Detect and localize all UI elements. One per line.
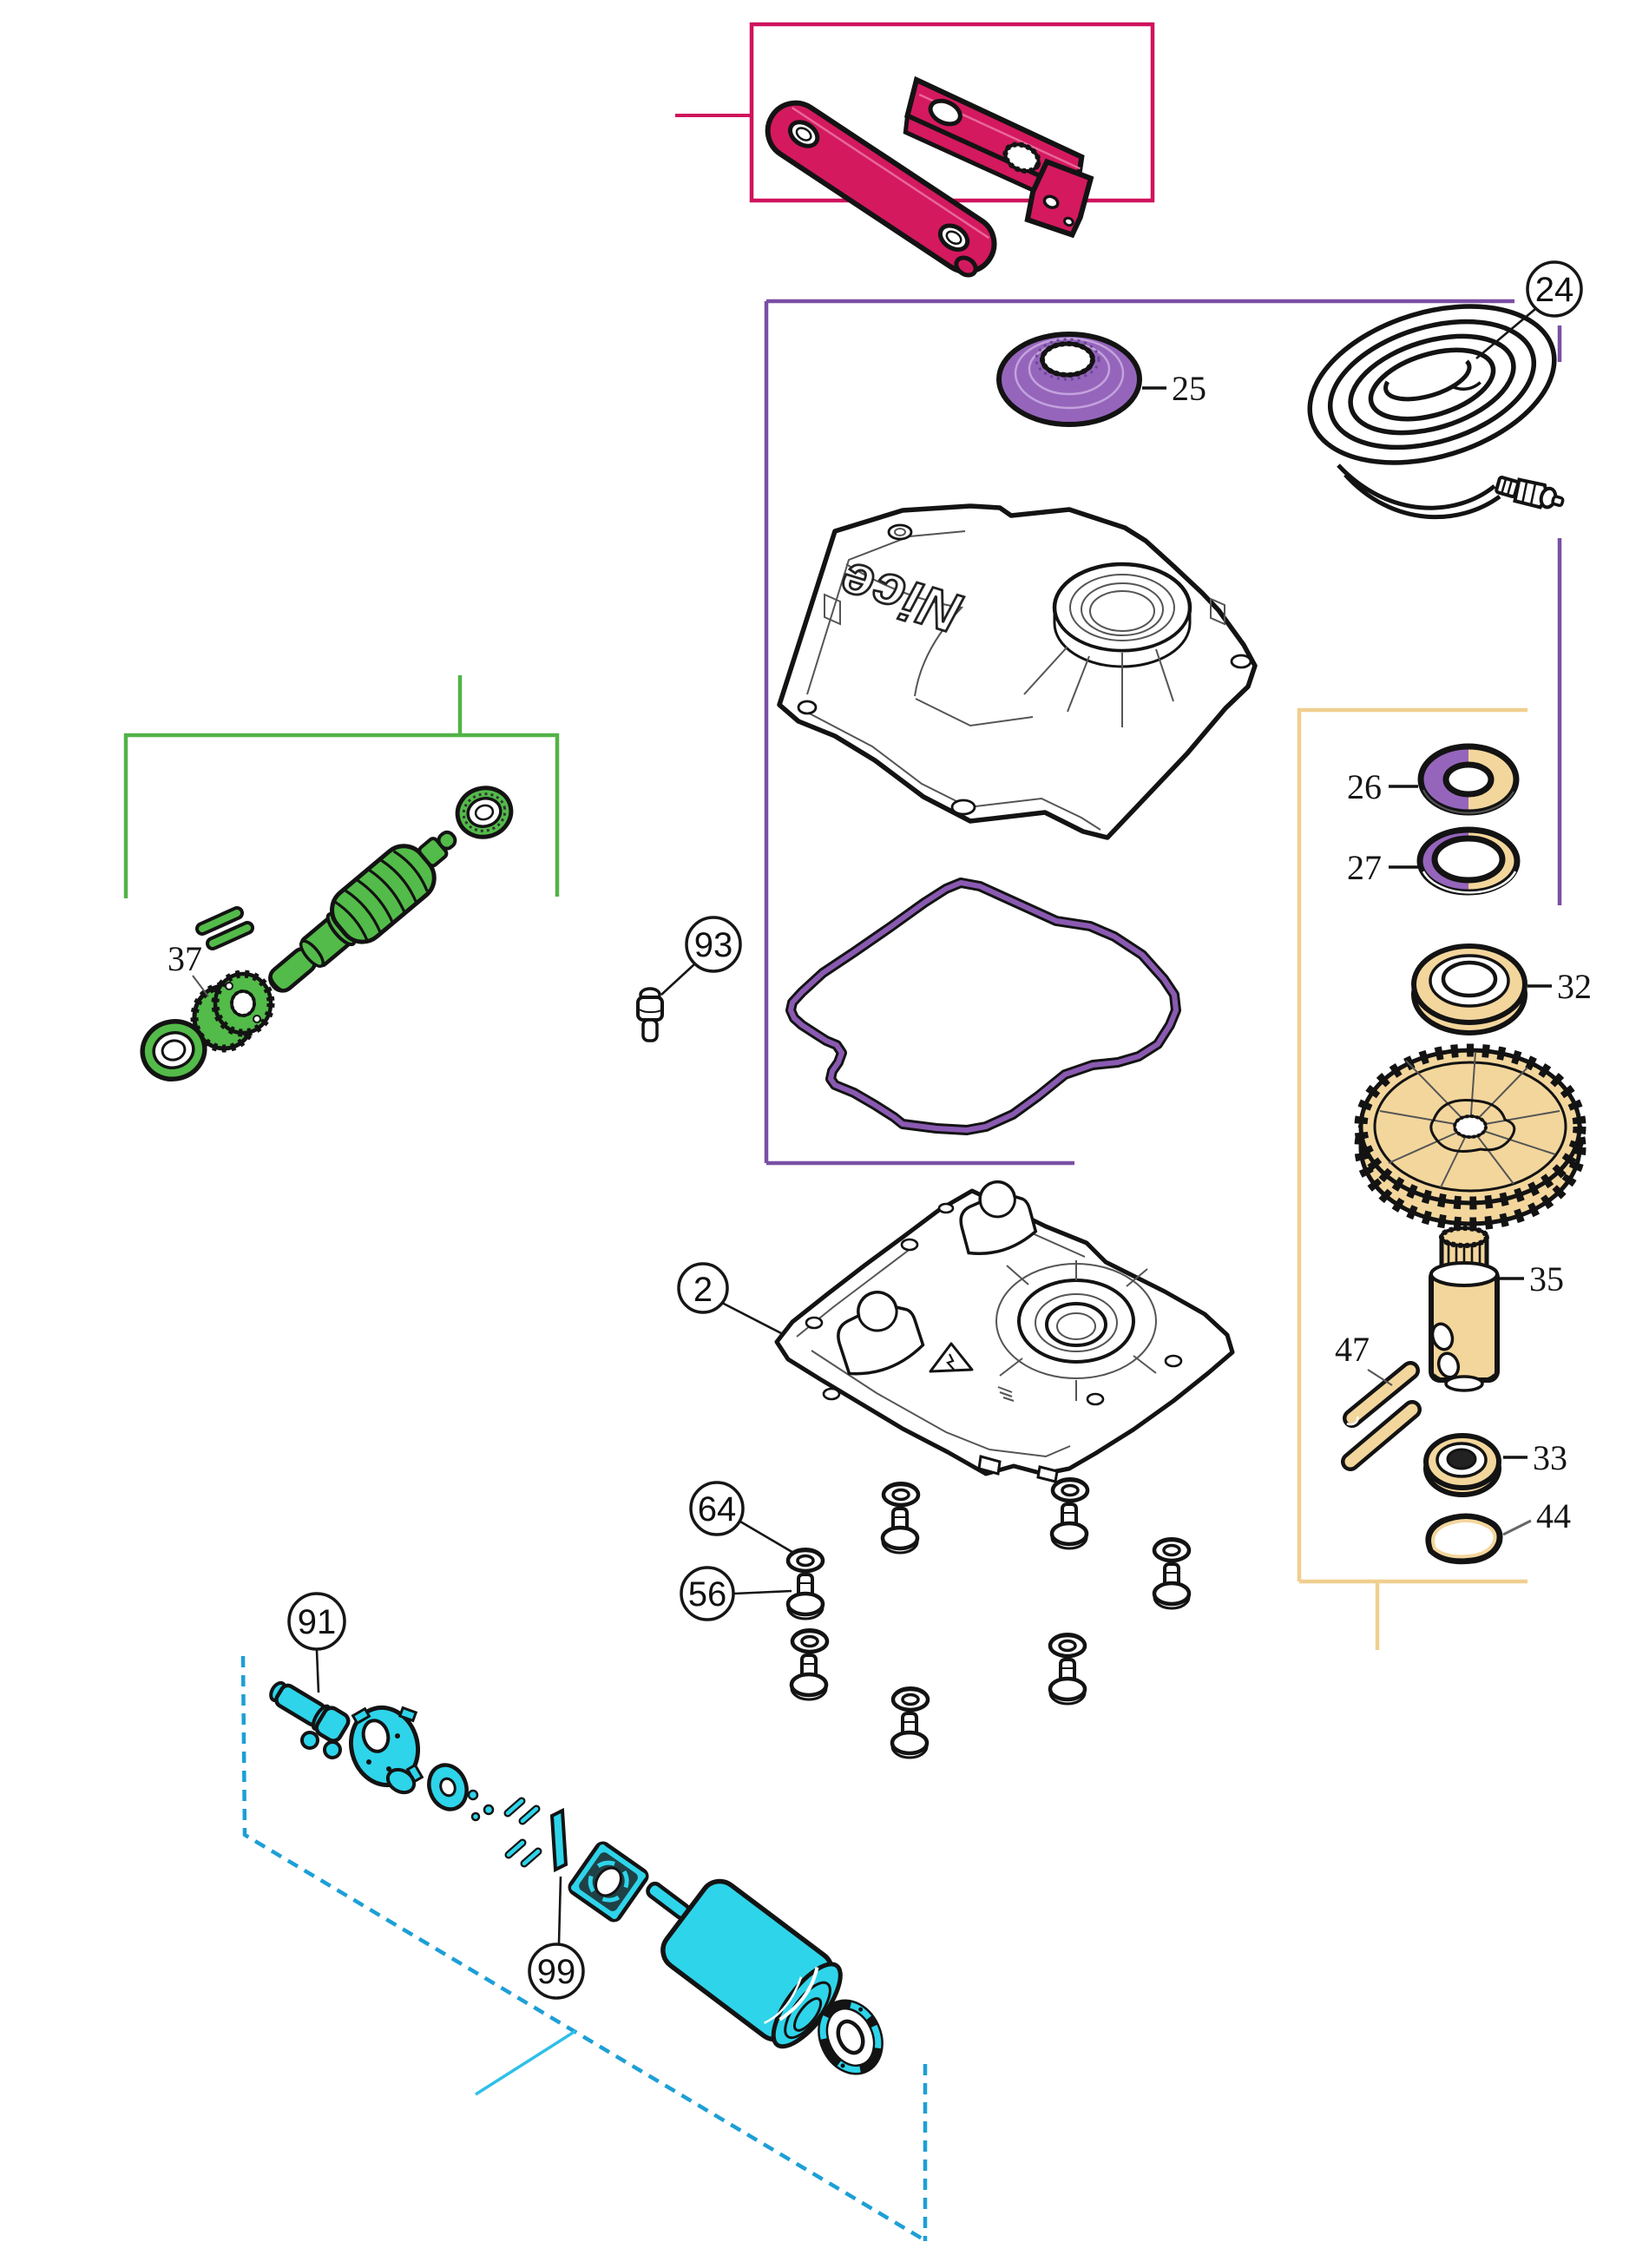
worm-shaft-part — [268, 830, 457, 993]
breather-cap-part: 25 — [996, 332, 1206, 427]
label-27: 27 — [1347, 848, 1382, 887]
screw-93-group: 93 — [636, 916, 742, 1042]
label-44: 44 — [1536, 1496, 1571, 1535]
callout-64: 64 — [698, 1490, 737, 1528]
label-26: 26 — [1347, 767, 1382, 806]
callout-93-bubble — [685, 916, 742, 973]
gear-spokes — [1379, 1051, 1560, 1188]
label-35: 35 — [1529, 1259, 1564, 1298]
motor-screws — [503, 1797, 542, 1868]
ring-26-part: 26 — [1347, 743, 1520, 816]
worm-shaft-assembly: 37 — [140, 786, 514, 1081]
clutch-hub-part — [348, 1705, 424, 1795]
release-bracket-part — [903, 76, 1094, 239]
callout-56-bubble — [680, 1566, 735, 1621]
green-pins — [195, 906, 254, 950]
output-gear-part — [1354, 1043, 1587, 1231]
pinion-gear-37 — [190, 970, 275, 1053]
bearing-33-part: 33 — [1423, 1433, 1567, 1497]
motor-kit-group: 91 — [269, 1592, 884, 2075]
green-frame — [123, 675, 560, 898]
plate-saddle-b — [959, 1180, 1038, 1255]
bearing-green-lower — [140, 1019, 207, 1081]
cover-screws-group: 64 56 — [680, 1478, 1189, 1758]
release-lever-part — [765, 100, 997, 278]
coupling-35-part: 35 — [1429, 1226, 1564, 1392]
bearing-green-upper — [455, 786, 514, 839]
tan-frame — [1297, 707, 1527, 1650]
screw-93-part — [636, 987, 664, 1042]
cable-connector — [1495, 476, 1565, 509]
base-plate-part: 2 — [677, 1180, 1235, 1483]
gearbox-cover-part: Nice — [777, 503, 1258, 840]
snap-ring-44-part: 44 — [1425, 1496, 1571, 1565]
callout-24-bubble — [1526, 260, 1583, 318]
motor-kit-boundary — [240, 1655, 928, 2241]
bearing-32-part: 32 — [1411, 943, 1592, 1035]
label-47: 47 — [1335, 1330, 1370, 1369]
cover-gasket-part — [785, 878, 1181, 1135]
label-37: 37 — [168, 939, 202, 978]
callout-91-bubble — [287, 1592, 346, 1651]
callout-24: 24 — [1535, 271, 1574, 309]
release-keys-group — [675, 22, 1155, 278]
label-25: 25 — [1172, 369, 1206, 408]
motor-part — [646, 1878, 843, 2049]
callout-93: 93 — [694, 926, 733, 964]
release-pin-part — [269, 1680, 351, 1743]
label-32: 32 — [1557, 967, 1592, 1006]
pins-47-group: 47 — [1335, 1330, 1422, 1471]
ring-27-part: 27 — [1347, 826, 1521, 896]
motor-end-ring — [818, 1999, 884, 2075]
label-33: 33 — [1533, 1438, 1567, 1477]
plate-saddle-a — [837, 1291, 925, 1376]
purple-frame — [764, 299, 1562, 1166]
callout-56: 56 — [688, 1575, 727, 1614]
callout-64-bubble — [689, 1481, 745, 1536]
motor-mount-plate — [568, 1841, 649, 1923]
callout-2-bubble — [677, 1262, 729, 1314]
callout-91: 91 — [298, 1603, 337, 1641]
antenna-cable-part: 24 — [1307, 260, 1583, 520]
callout-99: 99 — [537, 1953, 576, 1991]
callout-2: 2 — [693, 1271, 713, 1309]
callout-99-bubble — [528, 1943, 585, 2000]
